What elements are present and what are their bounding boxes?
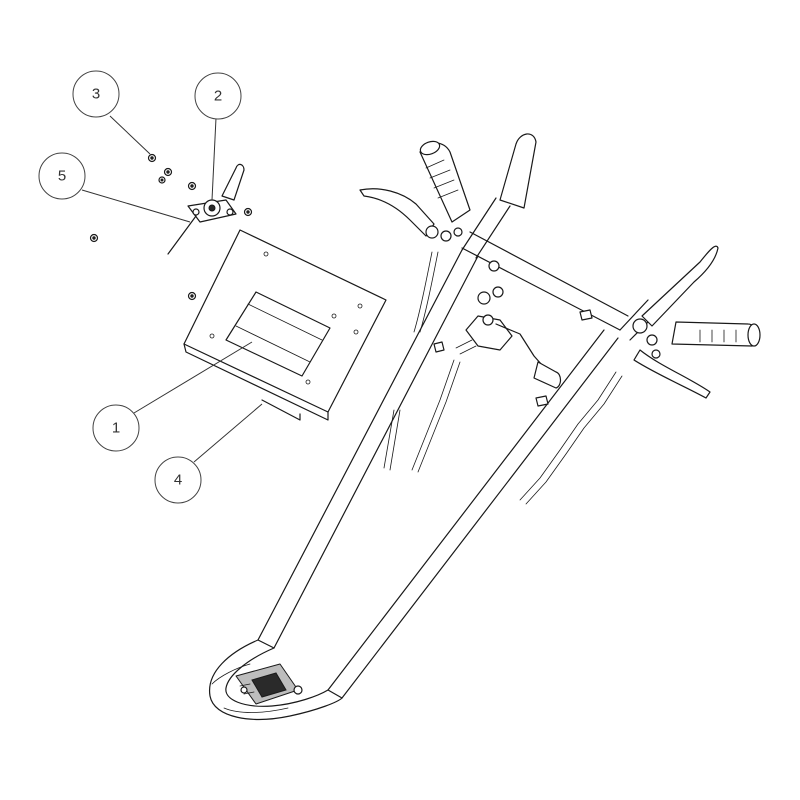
callout-label: 1	[112, 420, 120, 437]
leader-4	[193, 403, 263, 463]
leader-5	[81, 189, 191, 223]
left-handle-top	[499, 133, 537, 209]
screw	[147, 153, 157, 163]
screw	[243, 207, 253, 217]
display-window	[225, 291, 331, 377]
wire-lead	[167, 215, 197, 255]
leader-1	[133, 341, 253, 414]
left-brake-lever	[359, 188, 463, 242]
callout-label: 3	[92, 86, 100, 103]
right-grip	[671, 321, 761, 347]
screw	[187, 291, 197, 301]
key-switch	[187, 163, 245, 223]
callout-4: 4	[154, 456, 202, 504]
callout-3: 3	[72, 70, 120, 118]
left-grip	[419, 140, 471, 223]
screws	[89, 153, 253, 301]
screw	[158, 176, 166, 184]
handlebar-frame	[209, 133, 761, 720]
cables	[383, 251, 623, 505]
screw	[163, 167, 173, 177]
leader-3	[109, 115, 151, 155]
base-bracket	[235, 663, 303, 705]
callout-label: 4	[174, 472, 182, 489]
screw	[187, 181, 197, 191]
leader-2	[211, 117, 217, 201]
screw	[89, 233, 99, 243]
callout-5: 5	[38, 152, 86, 200]
control-cluster	[433, 260, 593, 407]
callout-label: 5	[58, 168, 66, 185]
callout-label: 2	[214, 88, 222, 105]
right-brake-lever	[632, 245, 719, 399]
callout-2: 2	[194, 72, 242, 120]
callout-1: 1	[92, 404, 140, 452]
callouts: 1 2 3 4 5	[38, 70, 263, 504]
